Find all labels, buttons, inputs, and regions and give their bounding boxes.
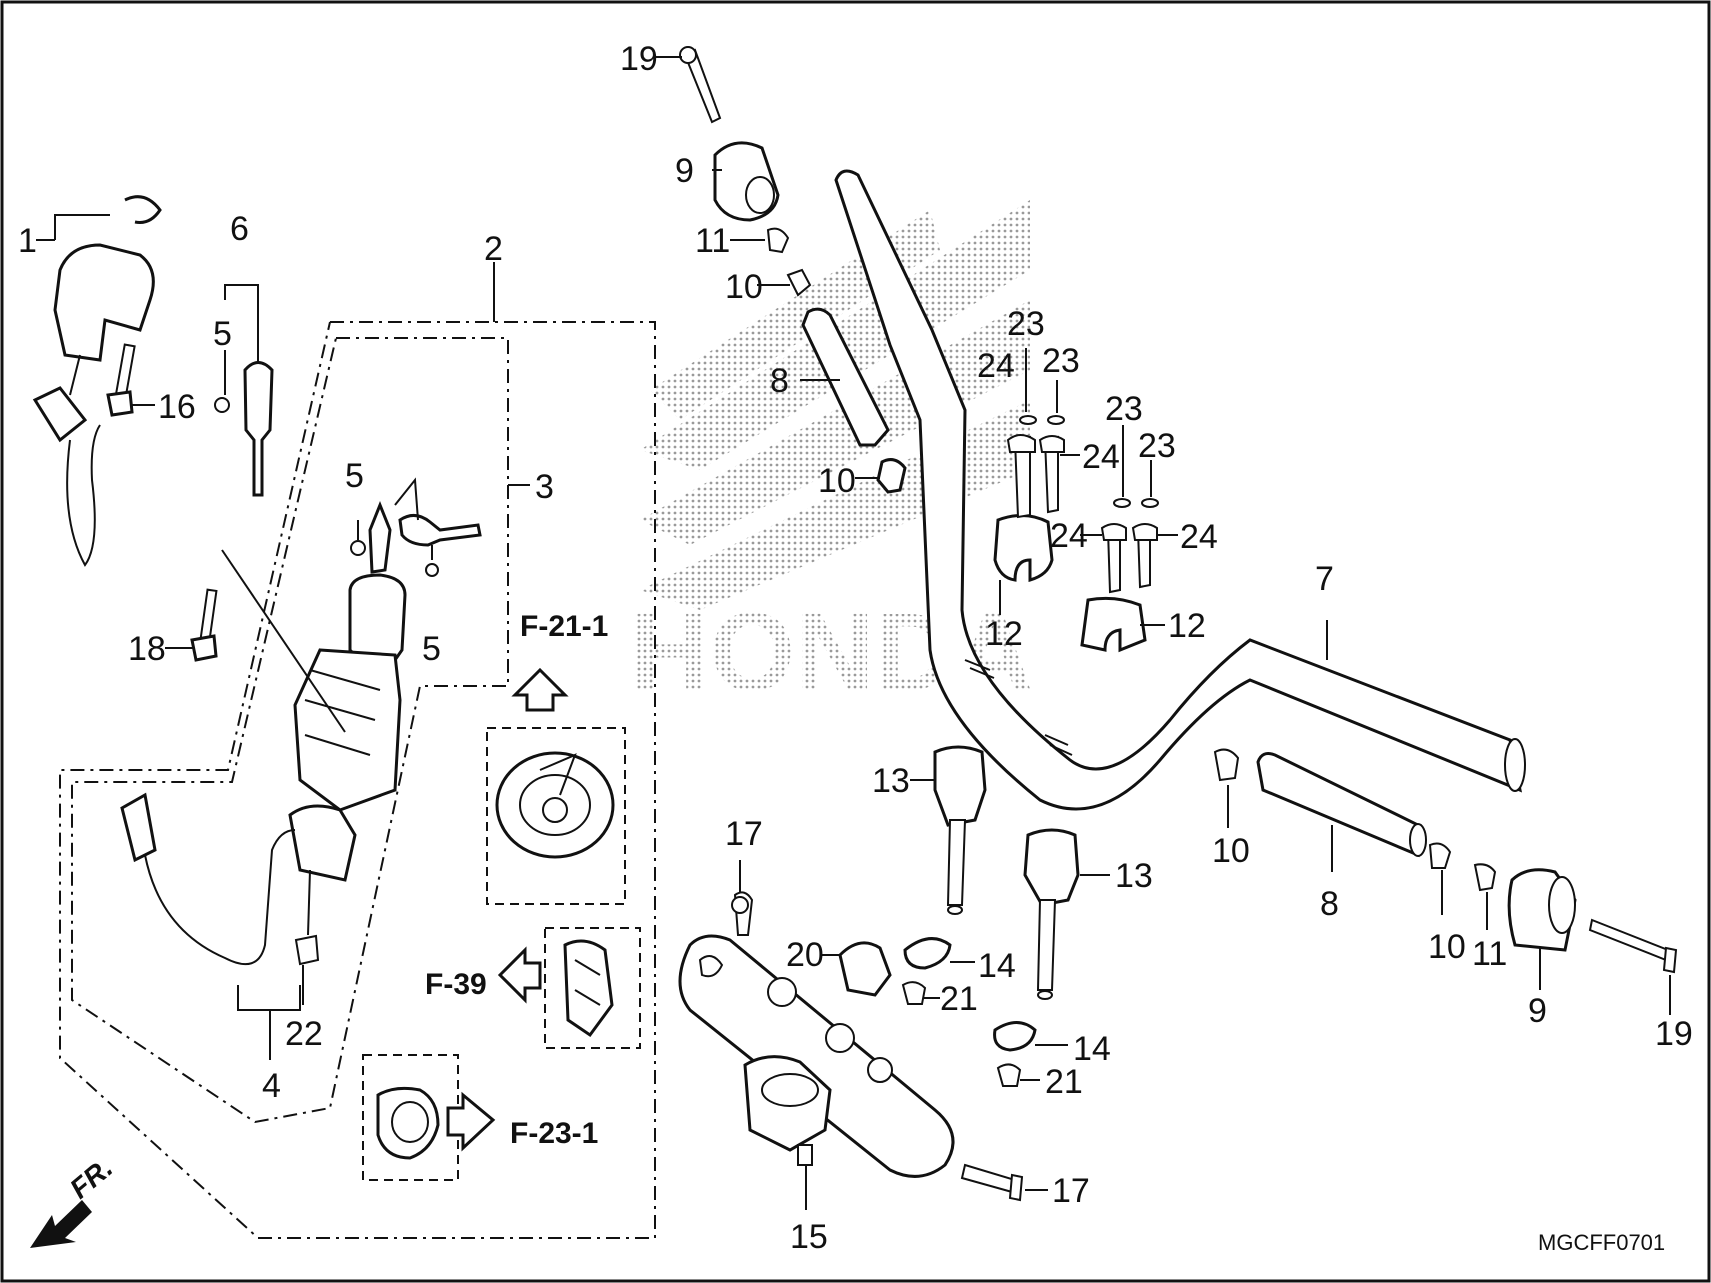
- f21-arrow: [511, 667, 569, 712]
- part-label-23-d[interactable]: 23: [1138, 427, 1176, 465]
- part-16-bolt: [106, 343, 155, 417]
- assembly-2-outline: [59, 321, 656, 1239]
- part-label-12-left[interactable]: 12: [985, 615, 1023, 653]
- part-label-10-top[interactable]: 10: [725, 268, 763, 306]
- part-1-switch-cover: [32, 195, 162, 567]
- part-label-23-b[interactable]: 23: [1042, 342, 1080, 380]
- part-label-9-right[interactable]: 9: [1528, 992, 1547, 1030]
- front-marker: FR.: [64, 1152, 118, 1205]
- part-label-17-lower[interactable]: 17: [1052, 1172, 1090, 1210]
- part-label-15[interactable]: 15: [790, 1218, 828, 1256]
- part-label-10-right-a[interactable]: 10: [1212, 832, 1250, 870]
- part-label-19-left[interactable]: 19: [620, 40, 658, 78]
- f39-group: [497, 927, 641, 1049]
- ref-f21-1[interactable]: F-21-1: [520, 610, 608, 643]
- part-label-24-a[interactable]: 24: [977, 347, 1015, 385]
- f39-arrow: [497, 946, 542, 1004]
- part-label-7[interactable]: 7: [1315, 560, 1334, 598]
- part-label-12-right[interactable]: 12: [1168, 607, 1206, 645]
- part-label-4[interactable]: 4: [262, 1067, 281, 1105]
- part-label-11-right[interactable]: 11: [1472, 935, 1507, 973]
- part-label-16[interactable]: 16: [158, 388, 196, 426]
- part-label-21-upper[interactable]: 21: [940, 980, 978, 1018]
- part-label-10-right-b[interactable]: 10: [1428, 928, 1466, 966]
- part-label-24-b[interactable]: 24: [1082, 438, 1120, 476]
- part-label-22[interactable]: 22: [285, 1015, 323, 1053]
- part-label-24-d[interactable]: 24: [1180, 518, 1218, 556]
- right-bar-end-assembly: [1213, 748, 1678, 1015]
- part-label-14-lower[interactable]: 14: [1073, 1030, 1111, 1068]
- part-label-9-left[interactable]: 9: [675, 152, 694, 190]
- part-label-11-left[interactable]: 11: [695, 222, 730, 260]
- part-label-23-c[interactable]: 23: [1105, 390, 1143, 428]
- handlebar-risers: [820, 745, 1110, 1087]
- part-label-3[interactable]: 3: [535, 468, 554, 506]
- f23-group: [362, 1054, 496, 1181]
- part-label-24-c[interactable]: 24: [1050, 517, 1088, 555]
- left-bar-end-assembly: [655, 46, 907, 494]
- part-label-17-upper[interactable]: 17: [725, 815, 763, 853]
- ref-f23-1[interactable]: F-23-1: [510, 1117, 598, 1150]
- part-3-ignition-switch: [293, 477, 482, 812]
- diagram-code: MGCFF0701: [1538, 1230, 1665, 1255]
- part-label-21-lower[interactable]: 21: [1045, 1063, 1083, 1101]
- part-7-handlebar: [834, 169, 1526, 811]
- part-label-20[interactable]: 20: [786, 936, 824, 974]
- part-label-19-right[interactable]: 19: [1655, 1015, 1693, 1053]
- part-label-10-mid[interactable]: 10: [818, 462, 856, 500]
- part-label-8-left[interactable]: 8: [770, 362, 789, 400]
- part-4-harness: [120, 792, 357, 1060]
- part-label-8-right[interactable]: 8: [1320, 885, 1339, 923]
- part-label-14-upper[interactable]: 14: [978, 947, 1016, 985]
- part-18-bolt: [165, 549, 346, 733]
- front-direction-arrow: FR.: [30, 1152, 118, 1248]
- part-15-top-bridge: [678, 860, 1048, 1210]
- handlebar-holders: [993, 348, 1178, 653]
- part-label-6[interactable]: 6: [230, 210, 249, 248]
- part-label-1[interactable]: 1: [18, 222, 37, 260]
- part-label-13-left[interactable]: 13: [872, 762, 910, 800]
- part-label-5-key[interactable]: 5: [213, 315, 232, 353]
- assembly-3-outline: [71, 337, 509, 1124]
- f23-arrow: [446, 1091, 496, 1152]
- part-label-13-right[interactable]: 13: [1115, 857, 1153, 895]
- ref-f39[interactable]: F-39: [425, 968, 487, 1001]
- part-label-23-a[interactable]: 23: [1007, 305, 1045, 343]
- part-6-key: [214, 284, 274, 497]
- f21-fuel-cap-group: [486, 667, 626, 905]
- part-label-18[interactable]: 18: [128, 630, 166, 668]
- part-label-2[interactable]: 2: [484, 230, 503, 268]
- part-label-5-switch-left[interactable]: 5: [345, 457, 364, 495]
- part-label-5-switch-right[interactable]: 5: [422, 630, 441, 668]
- honda-wing-watermark: HONDA: [630, 200, 1033, 714]
